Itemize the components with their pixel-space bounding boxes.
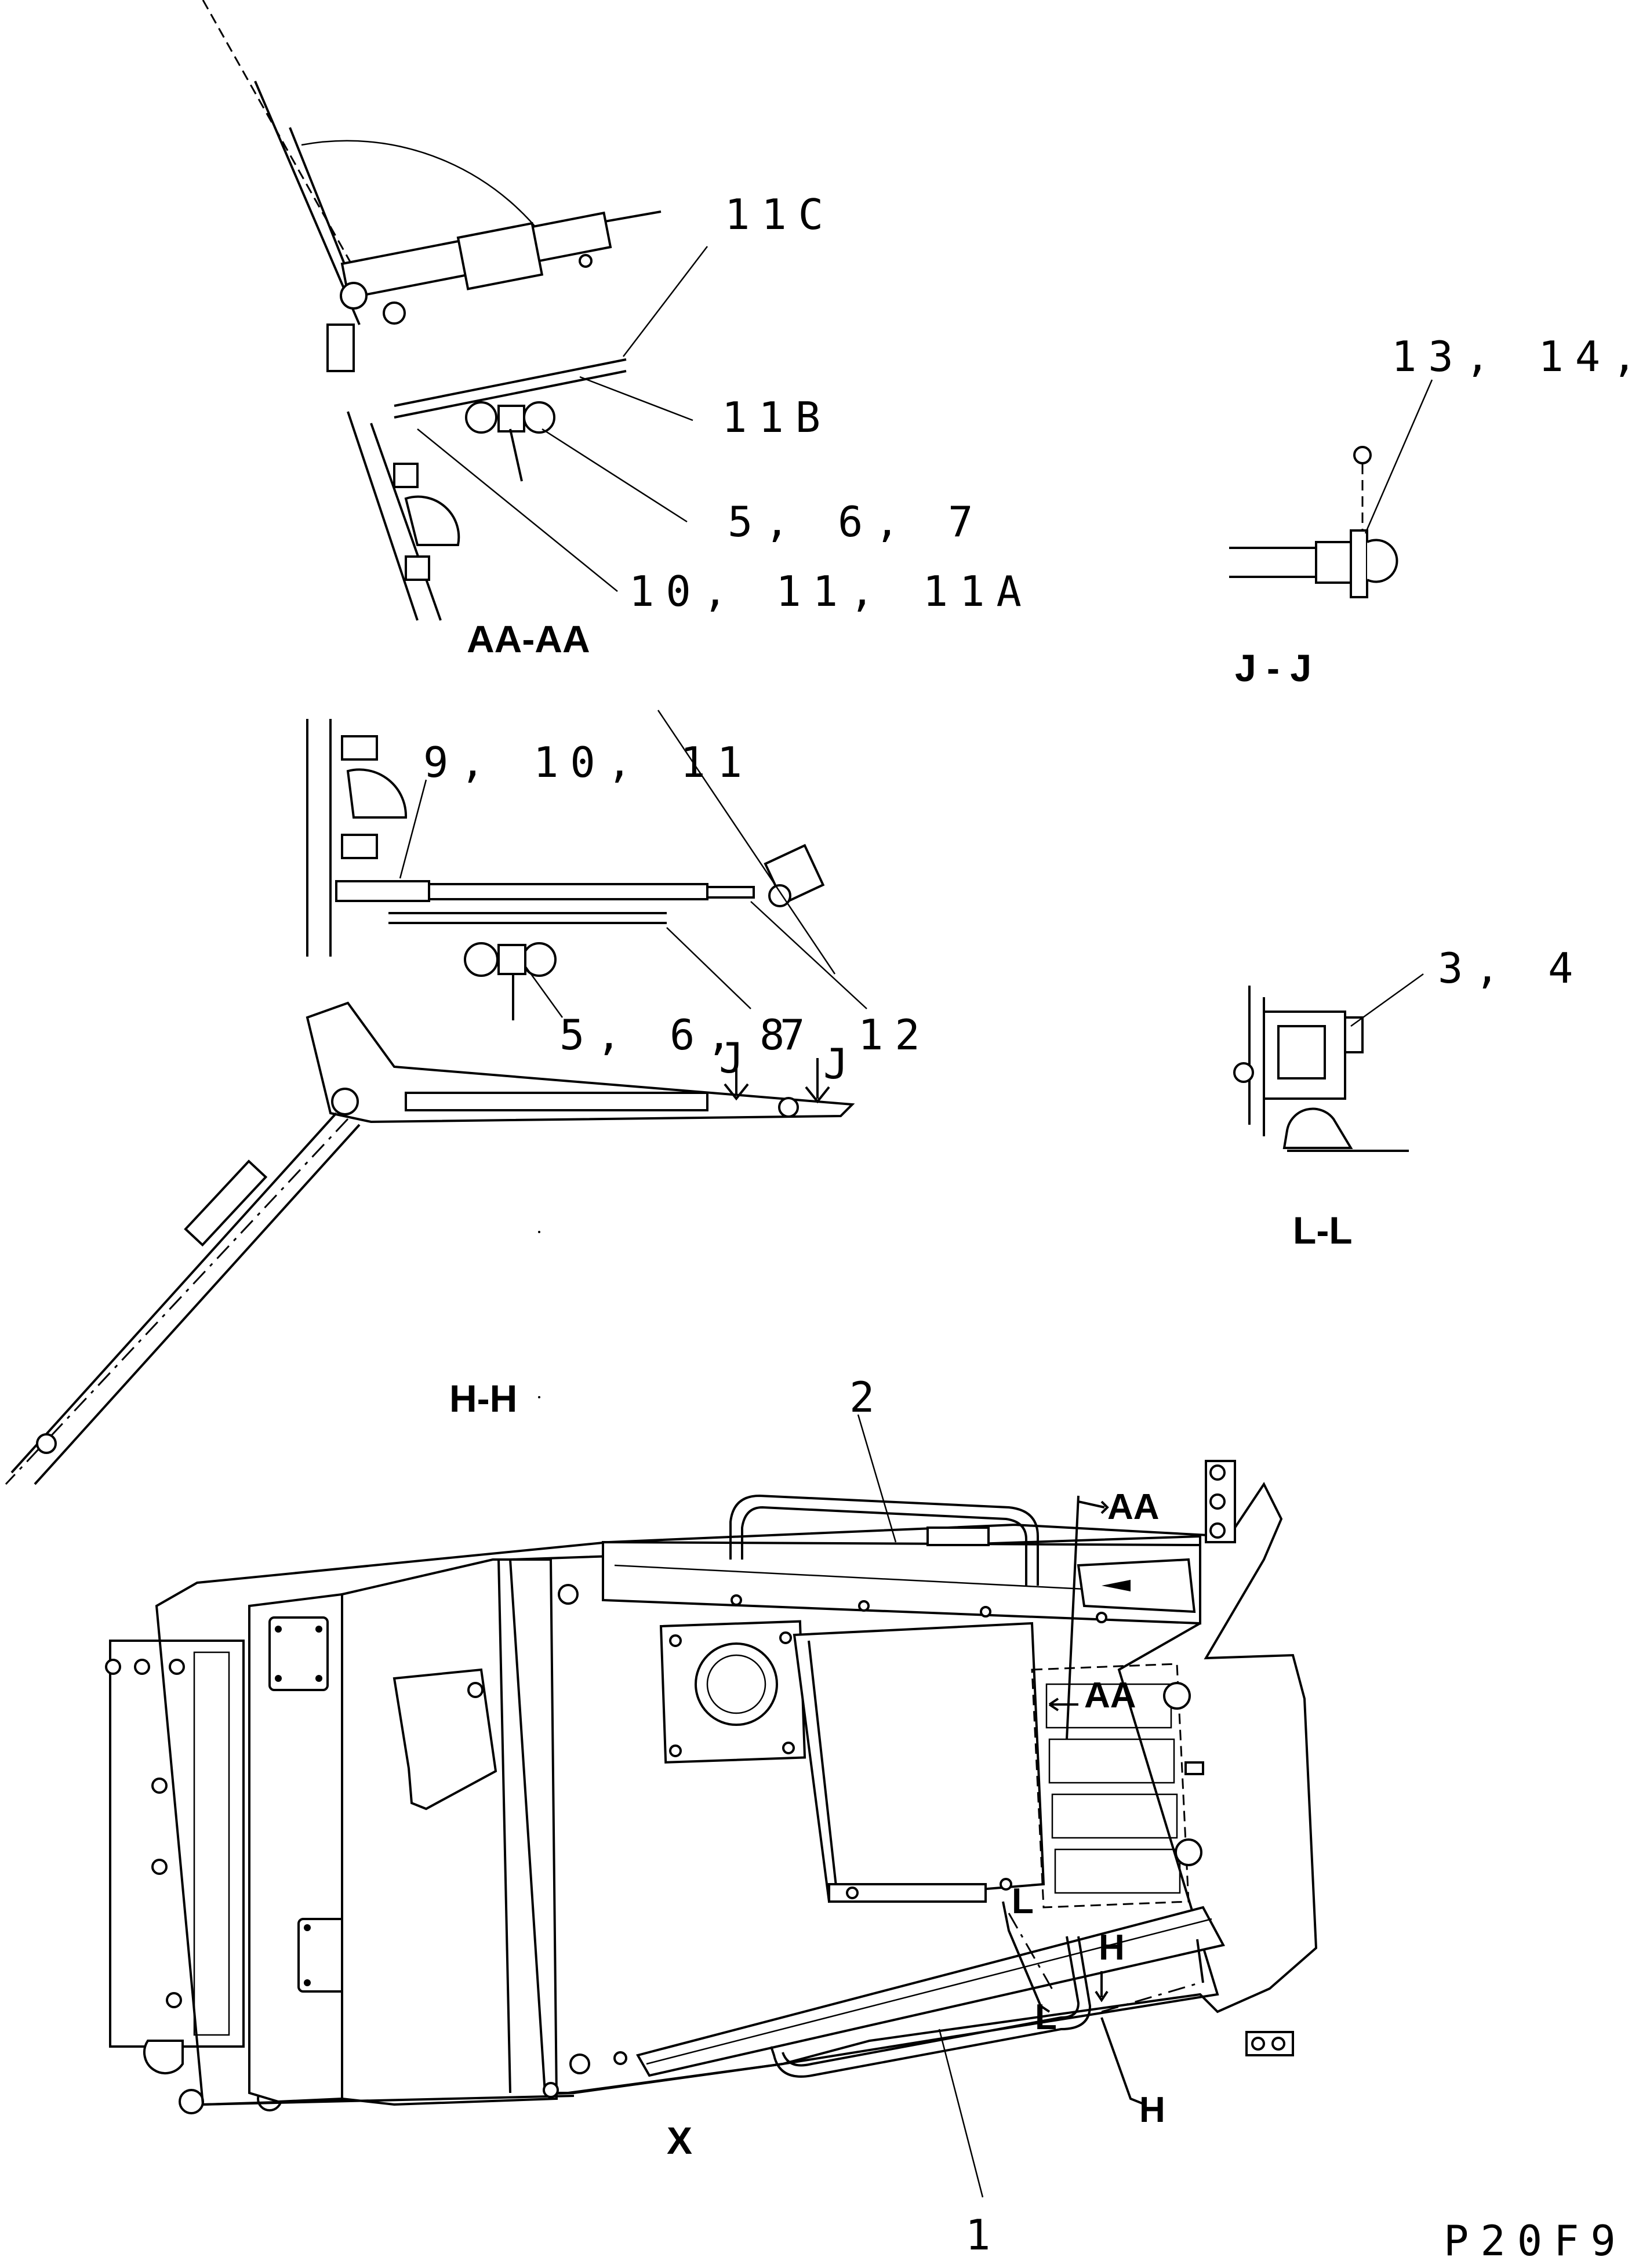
section-mark-aa-mid: AA <box>1084 1675 1136 1715</box>
callout-11b: 11B <box>722 393 832 442</box>
section-mark-h-lower: H <box>1139 2090 1165 2130</box>
view-aa-aa <box>202 0 708 621</box>
view-title-j-j: J - J <box>1235 646 1311 689</box>
view-j-j <box>1229 379 1433 598</box>
section-mark-h-upper: H <box>1099 1928 1125 1968</box>
section-mark-aa-top: AA <box>1107 1487 1160 1527</box>
section-mark-j-left: J <box>719 1034 755 1082</box>
callout-9-10-11: 9, 10, 11 <box>423 738 754 787</box>
callout-labels: 11C 11B 5, 6, 7 10, 11, 11A AA-AA 13, 14… <box>423 190 1628 2265</box>
section-mark-l-lower: L <box>1035 1997 1057 2037</box>
callout-5-6-7-aa: 5, 6, 7 <box>728 497 984 546</box>
section-mark-j-right: J <box>823 1040 860 1088</box>
view-l-l <box>1233 973 1424 1152</box>
callout-5-6-7-strut: 5, 6, 7 <box>559 1011 816 1059</box>
view-strut-detail <box>5 710 867 1485</box>
callout-10-11-11a: 10, 11, 11A <box>629 567 1033 616</box>
callout-8: 8 <box>760 1011 796 1059</box>
callout-12: 12 <box>858 1011 932 1059</box>
view-title-aa-aa: AA-AA <box>467 617 590 660</box>
callout-13-14-15: 13, 14, 15 <box>1391 332 1628 381</box>
callout-2: 2 <box>849 1373 886 1422</box>
callout-11c: 11C <box>725 190 835 239</box>
drawing-number: P20F991 <box>1444 2216 1628 2265</box>
view-title-l-l: L-L <box>1293 1209 1353 1252</box>
view-x-main-assembly <box>105 1231 1318 2198</box>
callout-1: 1 <box>965 2211 1002 2259</box>
view-label-x: X <box>667 2119 692 2162</box>
callout-3-4: 3, 4 <box>1438 944 1585 993</box>
view-title-h-h: H-H <box>449 1377 517 1420</box>
section-mark-l-upper: L <box>1012 1881 1034 1921</box>
